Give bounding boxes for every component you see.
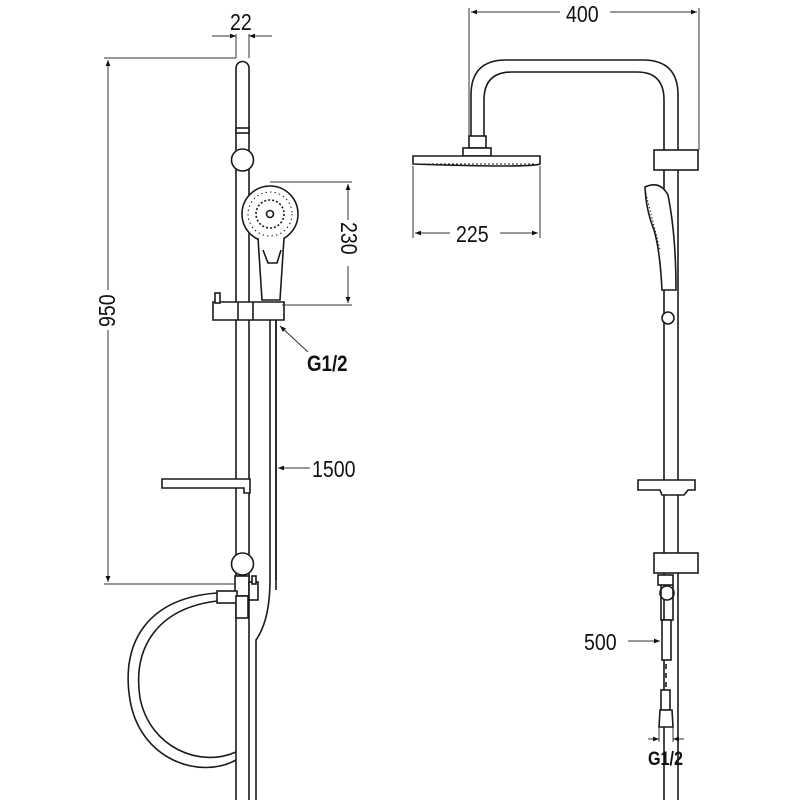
side-dimensions xyxy=(412,8,700,742)
shower-holder xyxy=(212,301,285,321)
dim-inlet-connection: G1/2 xyxy=(648,749,684,770)
soap-dish xyxy=(161,478,251,494)
hose xyxy=(255,320,277,800)
rail-bottom-knob xyxy=(230,552,255,576)
dim-rail-width: 22 xyxy=(230,9,252,35)
middle-holder xyxy=(637,479,696,496)
front-dimensions xyxy=(104,33,352,585)
slide-rail xyxy=(235,60,250,800)
hose-loop xyxy=(127,592,237,769)
dim-overhead-diameter: 225 xyxy=(456,221,489,247)
front-view xyxy=(127,60,299,800)
hand-shower xyxy=(241,185,299,301)
shower-arm xyxy=(470,59,679,800)
rail-top-knob xyxy=(230,148,255,172)
dim-hand-shower-connection: G1/2 xyxy=(307,351,348,376)
dim-hand-shower-length: 230 xyxy=(336,222,362,255)
hand-shower-side xyxy=(644,184,677,291)
dim-hose-length: 1500 xyxy=(312,456,356,482)
dim-pipe-length: 500 xyxy=(584,629,617,655)
dim-total-height: 950 xyxy=(94,294,120,327)
side-view xyxy=(412,59,699,800)
diverter xyxy=(216,575,259,619)
pipe-500 xyxy=(661,619,672,661)
dim-arm-reach: 400 xyxy=(566,1,599,27)
